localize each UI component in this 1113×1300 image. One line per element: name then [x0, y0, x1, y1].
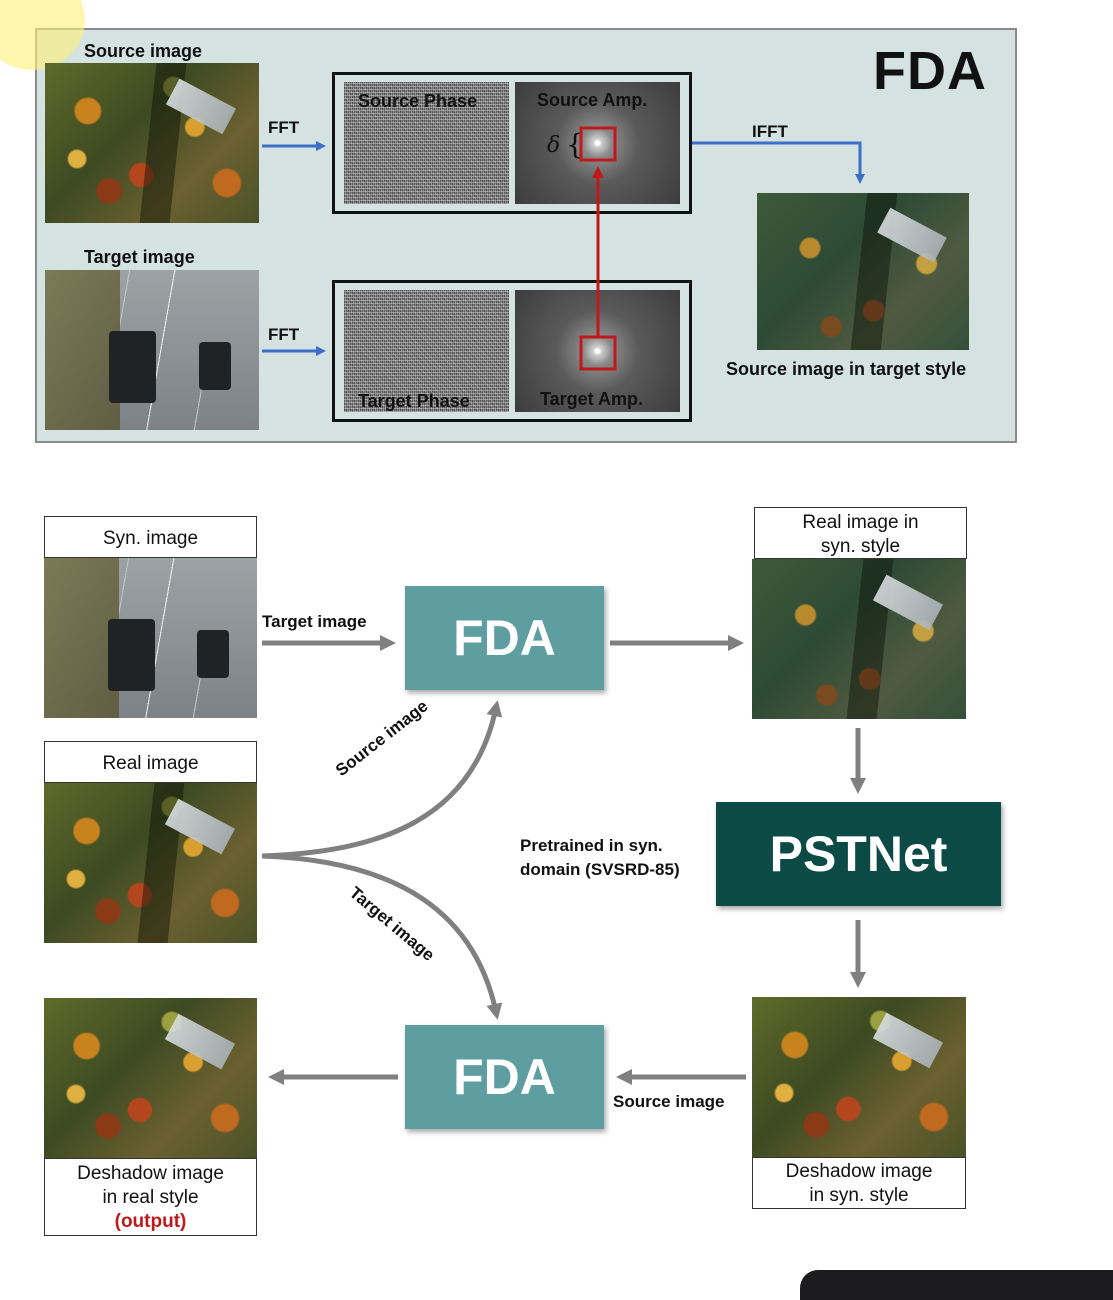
deshadow-real-line2: in real style — [102, 1187, 199, 1208]
syn-image-photo — [44, 558, 257, 718]
deshadow-syn-line1: Deshadow image — [785, 1161, 933, 1182]
top-panel-arrows — [262, 126, 865, 371]
pretrained-label-line1: Pretrained in syn. — [520, 836, 663, 855]
target-image-photo — [45, 270, 259, 430]
corner-dark-tab — [800, 1270, 1113, 1300]
fft-top-label: FFT — [268, 118, 300, 137]
source-phase-image — [344, 82, 509, 204]
real-in-syn-line1: Real image in — [802, 512, 919, 533]
real-image-photo — [44, 783, 257, 943]
real-image-caption: Real image — [44, 741, 257, 783]
deshadow-real-photo — [44, 998, 257, 1158]
fda-panel-title: FDA — [873, 41, 987, 101]
real-in-syn-photo — [752, 559, 966, 719]
arrow-label-target-top: Target image — [262, 612, 367, 631]
delta-brace: { — [566, 128, 584, 161]
real-to-fda-bottom-curve — [261, 853, 503, 1020]
fda-top-box: FDA — [405, 586, 604, 690]
deshadow-syn-caption: Deshadow image in syn. style — [752, 1157, 966, 1209]
real-in-syn-line2: syn. style — [820, 536, 901, 557]
ifft-arrow — [692, 141, 865, 184]
deshadow-real-caption: Deshadow image in real style (output) — [44, 1158, 257, 1236]
source-amp-label: Source Amp. — [537, 90, 648, 110]
real-image-caption-text: Real image — [102, 753, 199, 774]
syn-image-caption-text: Syn. image — [102, 528, 199, 549]
source-phase-label: Source Phase — [358, 91, 478, 111]
deshadow-syn-line2: in syn. style — [809, 1185, 909, 1206]
deshadow-syn-photo — [752, 997, 966, 1157]
fft-bottom-label: FFT — [268, 325, 300, 344]
delta-symbol: δ — [547, 133, 561, 158]
pstnet-box: PSTNet — [716, 802, 1001, 906]
target-spectrum-frame — [332, 280, 692, 422]
real-in-syn-caption: Real image in syn. style — [754, 507, 967, 559]
source-spectrum-frame — [332, 72, 692, 214]
result-image-photo — [757, 193, 969, 350]
source-image-label: Source image — [84, 41, 203, 61]
ifft-label: IFFT — [752, 122, 788, 141]
target-amp-label: Target Amp. — [540, 389, 644, 409]
real-to-fda-top-curve — [261, 700, 503, 859]
deshadow-real-line1: Deshadow image — [77, 1163, 224, 1184]
target-phase-label: Target Phase — [358, 391, 470, 411]
result-image-label: Source image in target style — [726, 359, 967, 379]
target-phase-image — [344, 290, 509, 412]
pretrained-label-line2: domain (SVSRD-85) — [520, 860, 680, 879]
fda-bottom-box: FDA — [405, 1025, 604, 1129]
source-amp-window — [579, 126, 617, 162]
arrow-label-source-bottom: Source image — [613, 1092, 725, 1111]
pipeline-arrows — [261, 635, 866, 1085]
output-label: (output) — [114, 1211, 187, 1232]
syn-image-caption: Syn. image — [44, 516, 257, 558]
target-image-label: Target image — [84, 247, 195, 267]
target-amp-window — [579, 335, 617, 371]
source-image-photo — [45, 63, 259, 223]
